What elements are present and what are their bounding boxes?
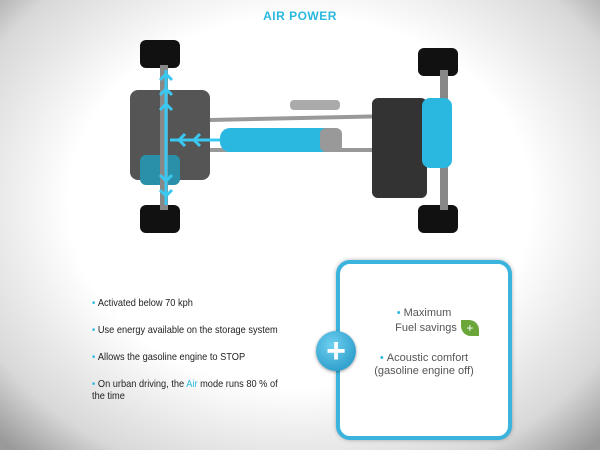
benefit-text: (gasoline engine off) — [374, 365, 474, 377]
list-item: •Allows the gasoline engine to STOP — [92, 351, 246, 363]
page-title: AIR POWER — [263, 9, 337, 23]
plus-icon: + — [316, 331, 356, 371]
benefit-text: Acoustic comfort — [386, 352, 469, 364]
benefits-box: •Maximum Fuel savings+ •Acoustic comfort… — [336, 260, 512, 440]
benefit-text: Maximum — [403, 307, 452, 319]
bullet-text: Allows the gasoline engine to STOP — [97, 351, 246, 363]
air-highlight: Air — [186, 378, 198, 390]
benefit-fuel: •Maximum Fuel savings+ — [340, 307, 508, 336]
feature-list: •Activated below 70 kph •Use energy avai… — [92, 297, 312, 417]
bullet-text: On urban driving, the — [97, 378, 187, 390]
chassis-illustration — [130, 40, 458, 233]
list-item: •Use energy available on the storage sys… — [92, 324, 278, 336]
hydraulic-accumulator — [422, 98, 452, 168]
bullet-text: Activated below 70 kph — [97, 297, 193, 309]
airflow-arrows — [158, 70, 220, 205]
list-item: •Activated below 70 kph — [92, 297, 193, 309]
air-tank — [220, 128, 340, 152]
leaf-plus-icon: + — [460, 320, 479, 336]
bullet-text: Use energy available on the storage syst… — [97, 324, 278, 336]
benefit-text: Fuel savings — [395, 321, 457, 334]
list-item: •On urban driving, the Air mode runs 80 … — [92, 378, 278, 402]
rear-left-wheel — [418, 48, 458, 76]
front-right-wheel — [140, 205, 180, 233]
front-left-wheel — [140, 40, 180, 68]
benefit-acoustic: •Acoustic comfort (gasoline engine off) — [340, 352, 508, 378]
fuel-tank — [372, 98, 427, 198]
bullet-text: mode runs 80 % of the time — [92, 378, 278, 402]
rear-right-wheel — [418, 205, 458, 233]
